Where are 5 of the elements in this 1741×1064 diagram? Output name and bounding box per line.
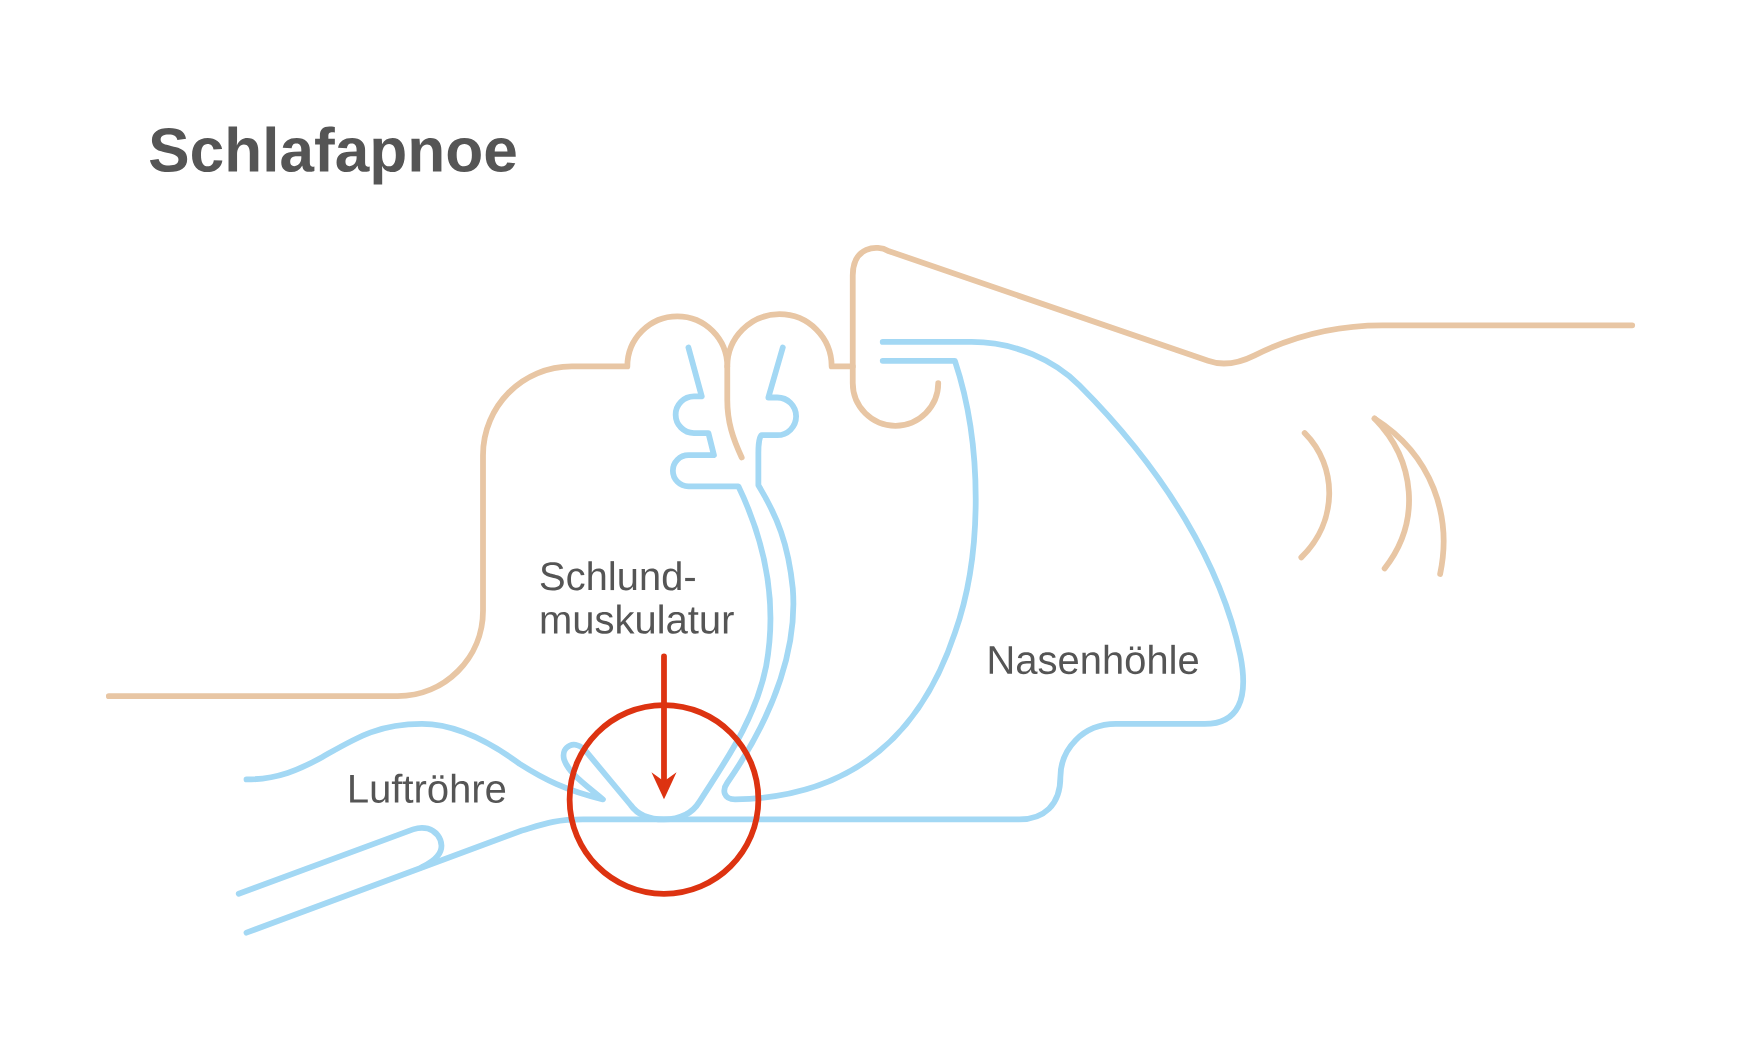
part-label: Luftröhre bbox=[350, 773, 506, 804]
label-text: Schlund- muskulatur bbox=[540, 561, 734, 634]
constriction-circle bbox=[566, 702, 762, 897]
title: Schlafapnoe bbox=[149, 126, 516, 185]
part-label: Nasenhöhle bbox=[989, 645, 1198, 675]
